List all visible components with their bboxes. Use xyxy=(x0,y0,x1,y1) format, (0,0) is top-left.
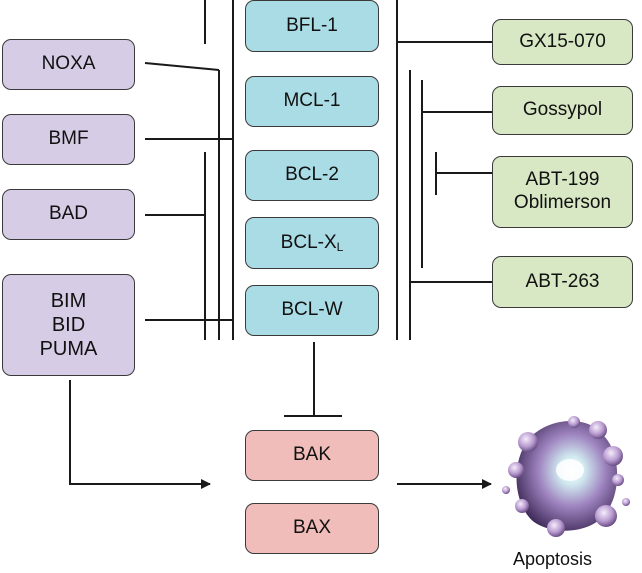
gx15-070-box: GX15-070 xyxy=(492,19,633,65)
abt199-oblimerson-box: ABT-199 Oblimerson xyxy=(492,156,633,228)
bclxl-label: BCL-X xyxy=(280,231,337,253)
bfl1-box: BFL-1 xyxy=(245,0,379,52)
bmf-box: BMF xyxy=(2,114,135,165)
bim-bid-puma-box: BIM BID PUMA xyxy=(2,274,135,376)
bim-to-bak-arrow xyxy=(69,380,211,489)
bcl2-box: BCL-2 xyxy=(245,150,379,201)
abt263-box: ABT-263 xyxy=(492,256,633,308)
mcl1-box: MCL-1 xyxy=(245,76,379,127)
bad-box: BAD xyxy=(2,189,135,240)
apoptotic-cell-icon xyxy=(502,416,630,537)
bclw-box: BCL-W xyxy=(245,285,379,336)
bclxl-subscript: L xyxy=(336,239,344,254)
gossypol-box: Gossypol xyxy=(492,86,633,135)
noxa-link xyxy=(144,62,220,71)
bax-box: BAX xyxy=(245,503,379,554)
bak-box: BAK xyxy=(245,430,379,481)
noxa-box: NOXA xyxy=(2,39,135,90)
apoptosis-label: Apoptosis xyxy=(513,549,593,569)
